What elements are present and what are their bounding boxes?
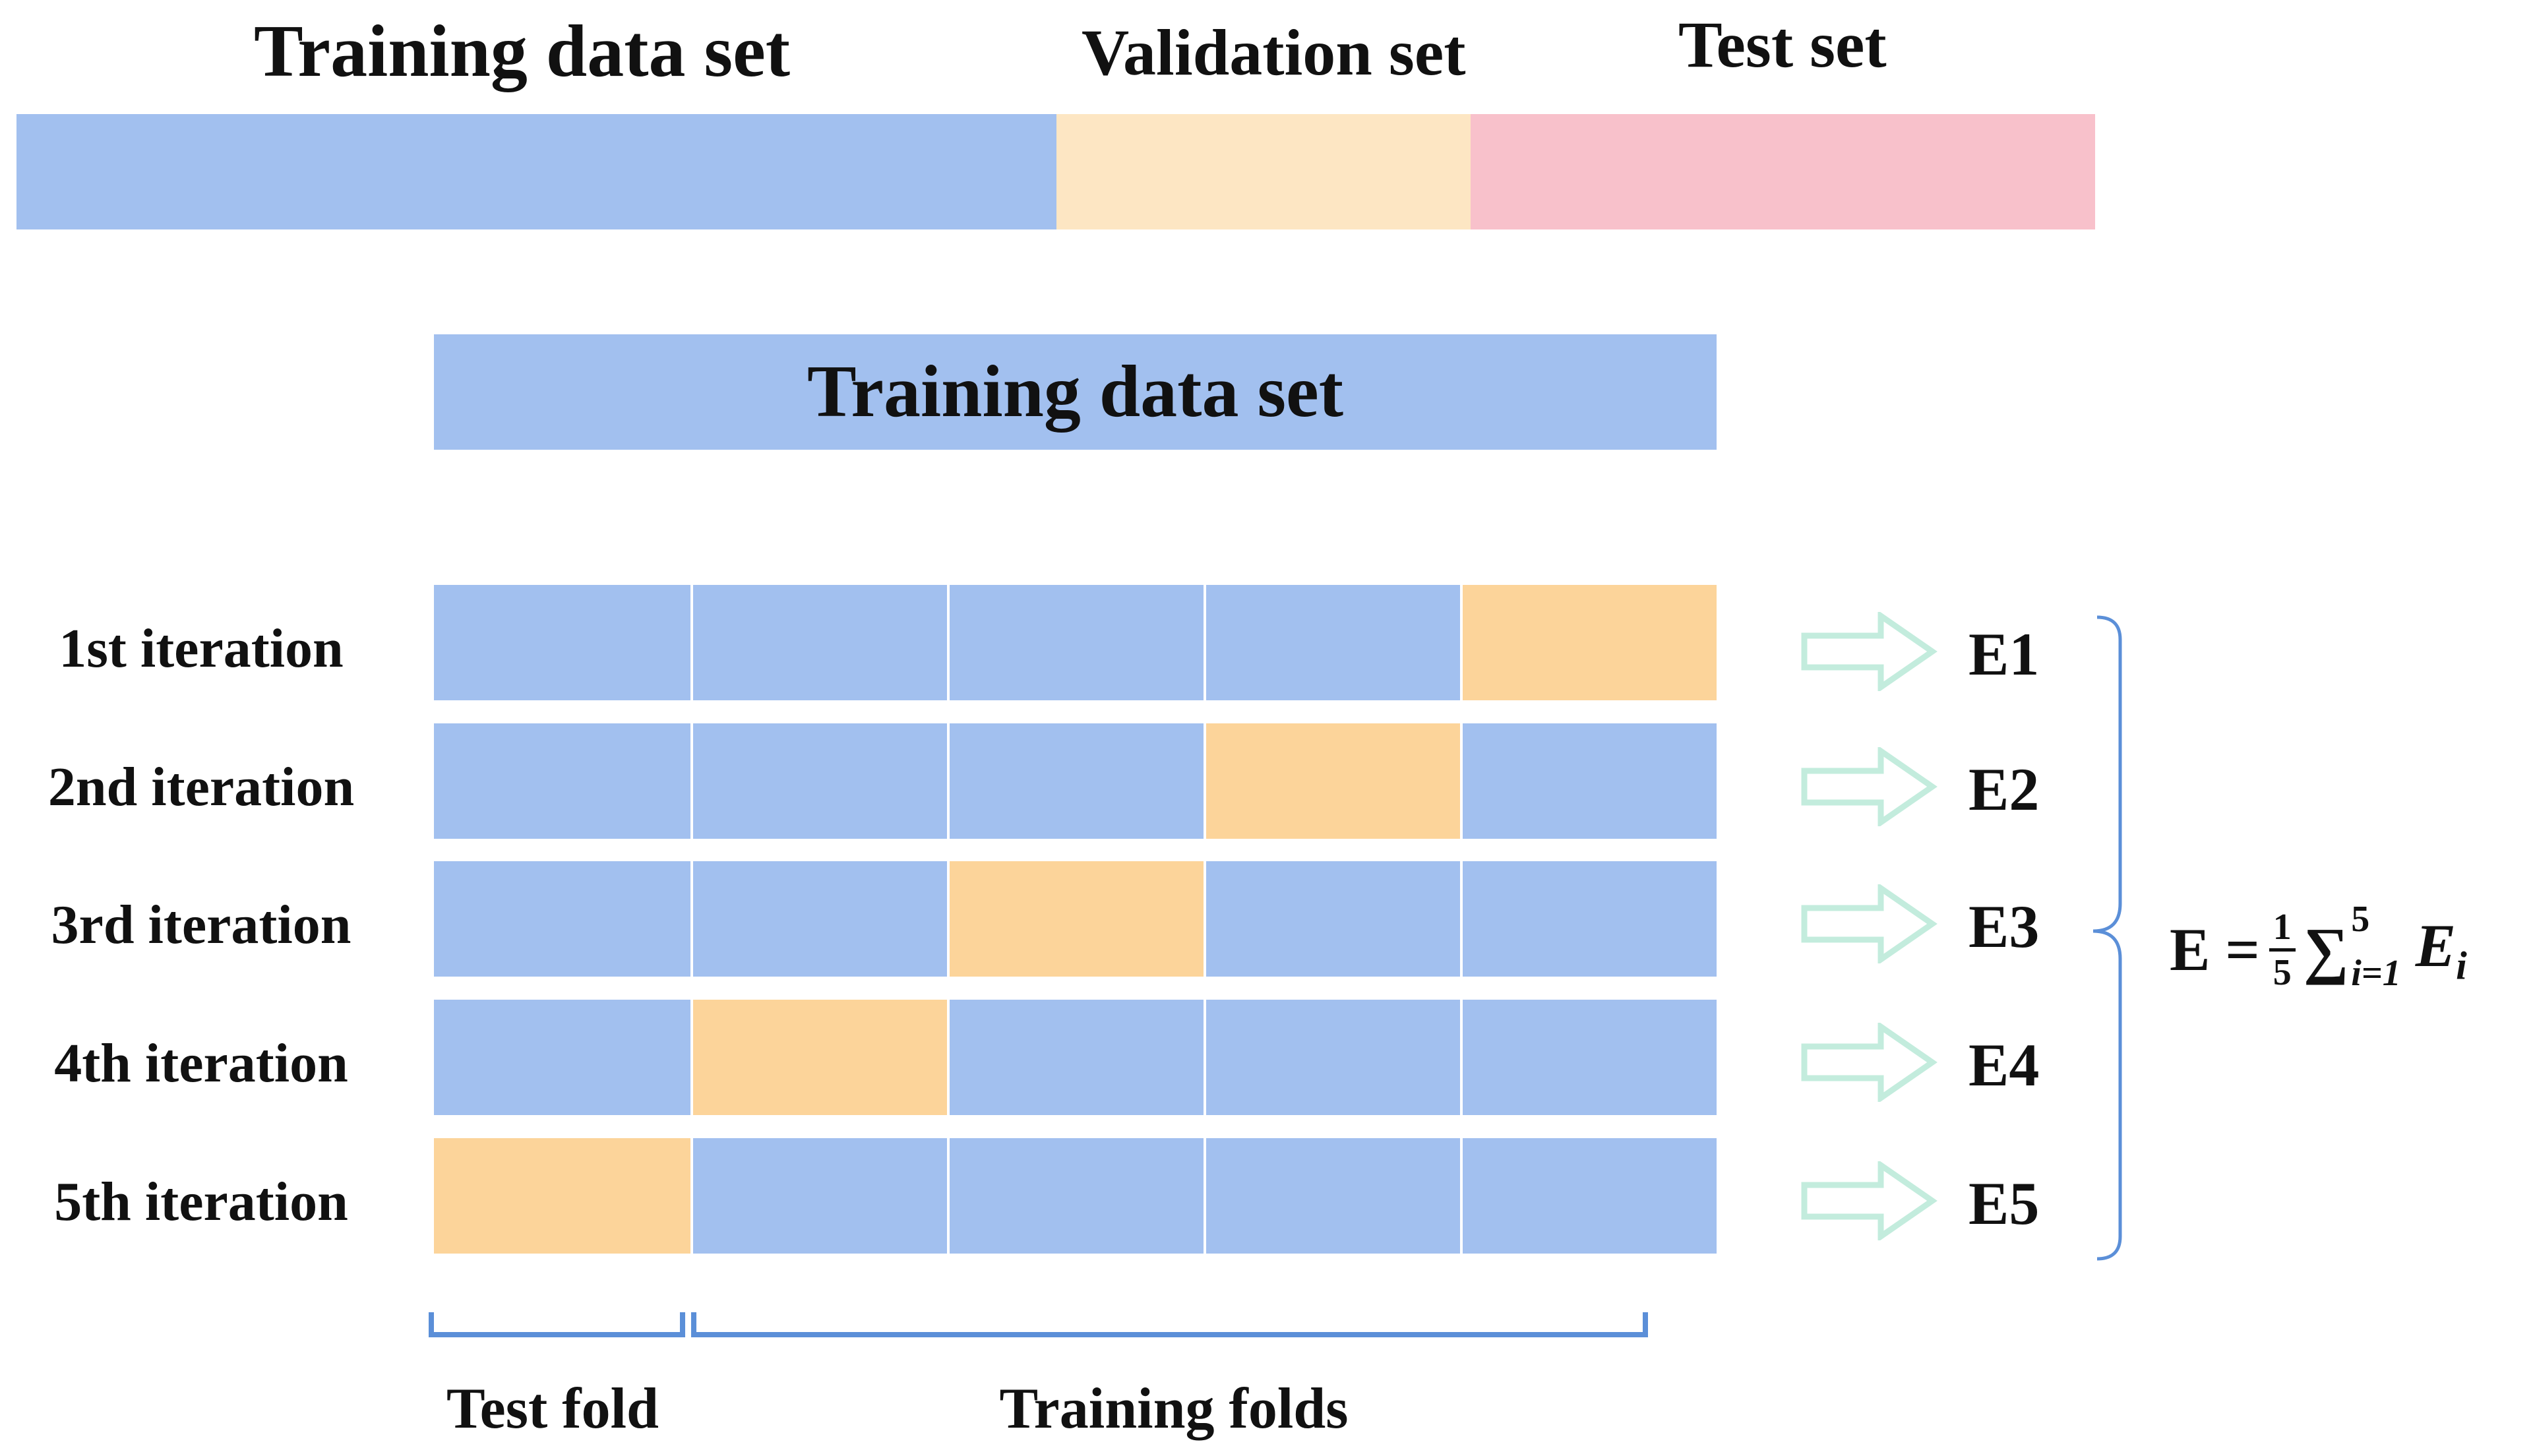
formula-term-subscript: i xyxy=(2456,944,2467,988)
right-arrow-icon xyxy=(1801,1161,1938,1240)
training-fold-cell xyxy=(1204,861,1460,977)
training-fold-cell xyxy=(1460,1138,1717,1254)
error-label: E2 xyxy=(1968,756,2040,823)
right-arrow-icon xyxy=(1801,1023,1938,1102)
test-fold-cell xyxy=(1460,585,1717,700)
test-set-segment xyxy=(1471,114,2095,229)
iteration-label: 2nd iteration xyxy=(47,756,355,818)
test-fold-label: Test fold xyxy=(446,1377,659,1441)
average-error-formula: E = 1 5 ∑ 5 i=1 Ei xyxy=(2170,894,2467,1006)
fold-brackets xyxy=(429,1312,1648,1337)
right-arrow-icon xyxy=(1801,884,1938,963)
error-label: E5 xyxy=(1968,1170,2040,1237)
iteration-label: 3rd iteration xyxy=(51,894,351,956)
iteration-label: 5th iteration xyxy=(54,1171,348,1232)
fraction-denominator: 5 xyxy=(2273,952,2292,993)
training-fold-cell xyxy=(434,723,690,839)
error-label: E4 xyxy=(1968,1031,2040,1099)
training-fold-cell xyxy=(1460,861,1717,977)
error-label: E1 xyxy=(1968,621,2040,688)
training-fold-cell xyxy=(1204,1000,1460,1115)
test-fold-cell xyxy=(1204,723,1460,839)
fraction-numerator: 1 xyxy=(2273,906,2292,948)
iteration-label: 4th iteration xyxy=(54,1033,348,1094)
formula-term: Ei xyxy=(2416,911,2467,988)
test-set-label: Test set xyxy=(1678,8,1887,81)
iteration-label: 1st iteration xyxy=(59,618,344,679)
training-fold-cell xyxy=(434,585,690,700)
training-set-segment xyxy=(16,114,1056,229)
error-label: E3 xyxy=(1968,893,2040,960)
training-fold-cell xyxy=(690,1138,947,1254)
sum-limits: 5 i=1 xyxy=(2351,901,2400,992)
validation-set-segment xyxy=(1056,114,1471,229)
training-fold-cell xyxy=(947,1138,1204,1254)
training-set-label: Training data set xyxy=(254,11,791,92)
training-fold-cell xyxy=(434,1000,690,1115)
training-fold-cell xyxy=(690,585,947,700)
test-fold-cell xyxy=(947,861,1204,977)
training-fold-cell xyxy=(690,723,947,839)
training-fold-cell xyxy=(690,861,947,977)
formula-term-symbol: E xyxy=(2415,911,2457,979)
test-fold-cell xyxy=(690,1000,947,1115)
training-fold-cell xyxy=(1460,1000,1717,1115)
training-fold-cell xyxy=(1204,1138,1460,1254)
training-fold-cell xyxy=(1460,723,1717,839)
sum-brace xyxy=(2092,615,2122,1261)
training-fold-cell xyxy=(947,723,1204,839)
test-fold-cell xyxy=(434,1138,690,1254)
training-fold-cell xyxy=(434,861,690,977)
training-folds-label: Training folds xyxy=(999,1377,1349,1441)
formula-fraction: 1 5 xyxy=(2269,909,2296,991)
sum-lower-limit: i=1 xyxy=(2351,953,2401,994)
training-fold-cell xyxy=(1204,585,1460,700)
validation-set-label: Validation set xyxy=(1082,16,1466,89)
training-fold-cell xyxy=(947,1000,1204,1115)
right-arrow-icon xyxy=(1801,747,1938,826)
training-fold-cell xyxy=(947,585,1204,700)
sum-sign-icon: ∑ xyxy=(2303,914,2349,985)
fraction-bar xyxy=(2269,948,2296,952)
training-data-header-bar xyxy=(434,334,1717,450)
training-data-header-label: Training data set xyxy=(807,351,1344,433)
formula-lhs: E = xyxy=(2170,916,2260,983)
sum-upper-limit: 5 xyxy=(2351,899,2370,940)
right-arrow-icon xyxy=(1801,612,1938,691)
